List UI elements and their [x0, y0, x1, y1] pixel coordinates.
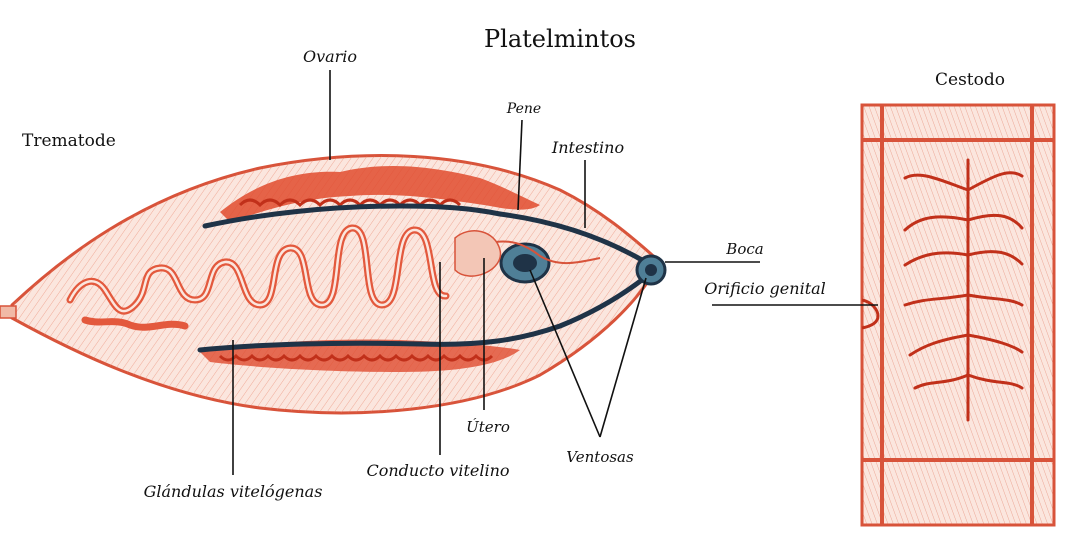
label-ventosas: Ventosas [566, 448, 634, 466]
label-intestino: Intestino [551, 138, 624, 157]
trematode-tail [0, 306, 16, 318]
trematode-heading: Trematode [22, 131, 116, 151]
label-utero: Útero [466, 418, 510, 436]
trematode-figure [0, 156, 665, 413]
oral-sucker [637, 256, 665, 284]
diagram-title: Platelmintos [484, 25, 636, 53]
label-ovario: Ovario [303, 47, 357, 66]
cestode-heading: Cestodo [935, 70, 1005, 90]
label-conducto-vitelino: Conducto vitelino [366, 461, 509, 480]
label-glandulas-vitelogenas: Glándulas vitelógenas [144, 482, 323, 501]
label-pene: Pene [506, 101, 541, 117]
cestode-figure [862, 105, 1054, 525]
label-orificio-genital: Orificio genital [704, 279, 826, 298]
label-boca: Boca [725, 240, 763, 258]
ventral-sucker [501, 244, 549, 282]
